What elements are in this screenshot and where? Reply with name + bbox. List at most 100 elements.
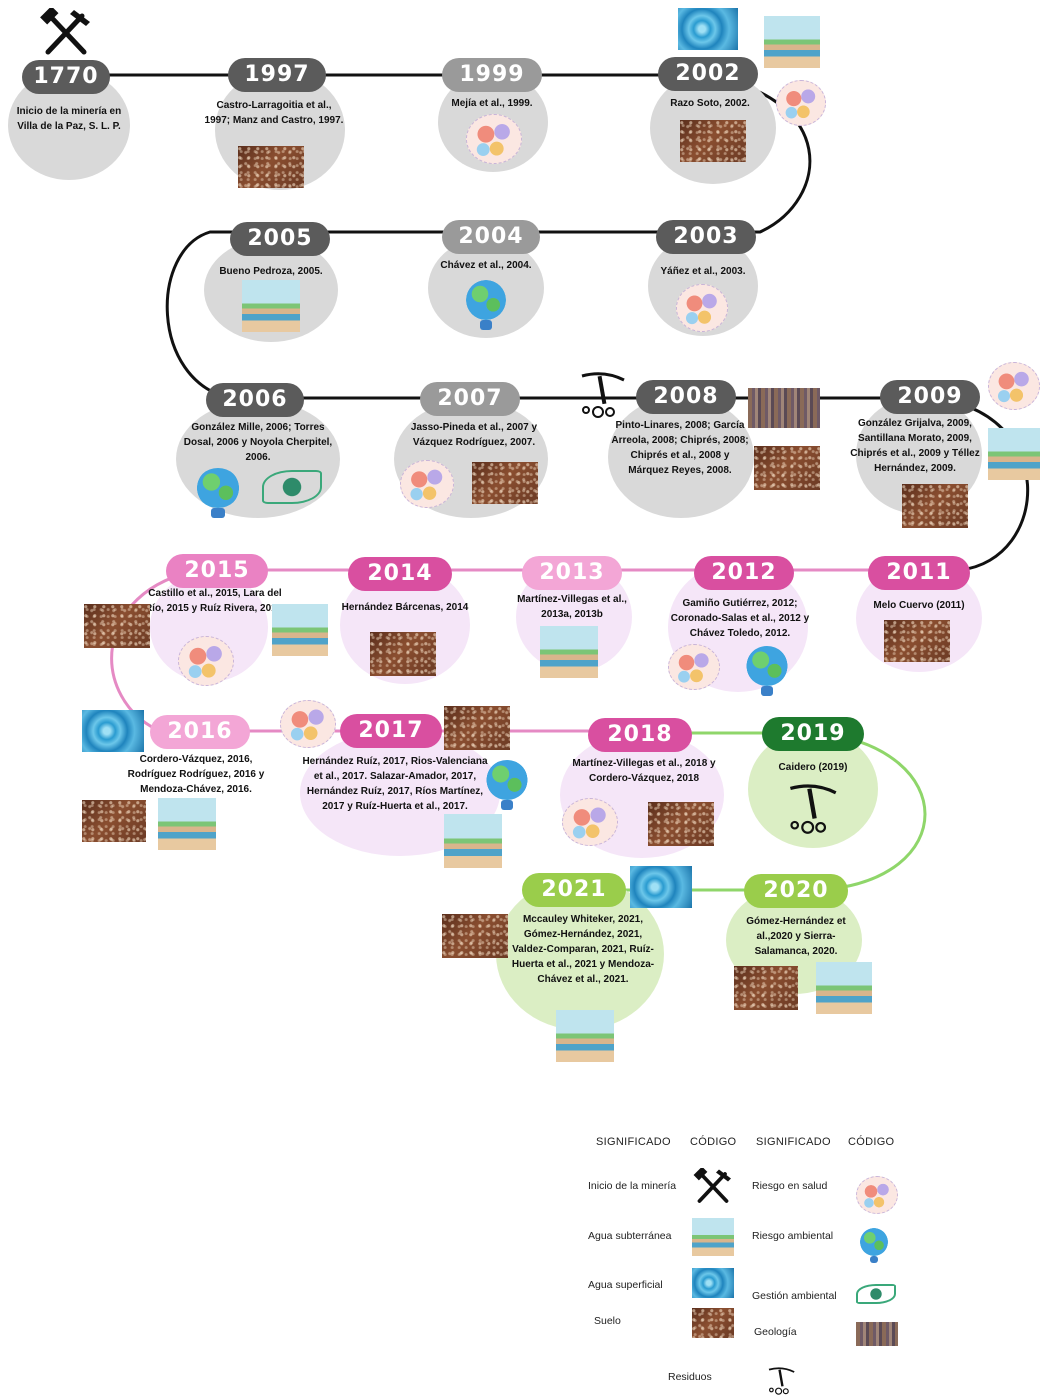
reference-text: Mejía et al., 1999.: [451, 98, 533, 109]
soil-icon: [902, 484, 968, 528]
health-risk-icon: [856, 1176, 898, 1214]
reference-text: González Grijalva, 2009, Santillana Mora…: [850, 418, 980, 474]
groundwater-icon: [556, 1010, 614, 1062]
reference-text: Bueno Pedroza, 2005.: [219, 266, 323, 277]
reference-text: Castillo et al., 2015, Lara del Río, 201…: [144, 588, 286, 614]
year-pill: 2012: [694, 556, 794, 590]
groundwater-icon: [272, 604, 328, 656]
reference-text: Chávez et al., 2004.: [440, 260, 532, 271]
soil-icon: [472, 462, 538, 504]
environmental-management-icon: [262, 470, 322, 504]
legend-header-code: CÓDIGO: [690, 1136, 737, 1148]
soil-icon: [82, 800, 146, 842]
year-pill: 2004: [442, 220, 540, 254]
pickaxe-hammer-icon: [40, 8, 90, 55]
health-risk-icon: [668, 644, 720, 690]
legend-label: Residuos: [668, 1371, 712, 1383]
legend-header-meaning: SIGNIFICADO: [756, 1136, 831, 1148]
groundwater-icon: [988, 428, 1040, 480]
surface-water-icon: [692, 1268, 734, 1298]
soil-icon: [648, 802, 714, 846]
soil-icon: [84, 604, 150, 648]
year-pill: 2018: [588, 718, 692, 752]
groundwater-icon: [444, 814, 502, 868]
environmental-risk-icon: [486, 760, 528, 811]
waste-icon: [581, 372, 625, 418]
environmental-risk-icon: [196, 468, 240, 519]
legend-header-meaning: SIGNIFICADO: [596, 1136, 671, 1148]
legend-label: Riesgo en salud: [752, 1180, 828, 1192]
reference-text: Castro-Larragoitia et al., 1997; Manz an…: [204, 100, 344, 126]
geology-icon: [856, 1322, 898, 1346]
groundwater-icon: [692, 1218, 734, 1256]
groundwater-icon: [540, 626, 598, 678]
waste-icon: [768, 1367, 795, 1395]
year-pill: 2017: [340, 714, 442, 748]
legend-label: Agua superficial: [588, 1279, 663, 1291]
health-risk-icon: [988, 362, 1040, 410]
surface-water-icon: [82, 710, 144, 752]
legend-label: Riesgo ambiental: [752, 1230, 834, 1242]
legend-label: Geología: [754, 1326, 797, 1338]
reference-text: Pinto-Linares, 2008; García Arreola, 200…: [611, 420, 749, 476]
reference-text: Inicio de la minería en Villa de la Paz,…: [16, 106, 122, 132]
surface-water-icon: [630, 866, 692, 908]
waste-icon: [789, 784, 837, 834]
legend-header-code: CÓDIGO: [848, 1136, 895, 1148]
geology-icon: [748, 388, 820, 428]
reference-text: Caidero (2019): [778, 762, 848, 773]
health-risk-icon: [280, 700, 336, 748]
year-pill: 2011: [868, 556, 970, 590]
soil-icon: [238, 146, 304, 188]
health-risk-icon: [466, 114, 522, 164]
reference-text: Cordero-Vázquez, 2016, Rodríguez Rodrígu…: [127, 754, 265, 795]
year-pill: 2006: [206, 383, 304, 417]
year-pill: 2002: [658, 57, 758, 91]
environmental-risk-icon: [466, 280, 506, 331]
environmental-management-icon: [856, 1284, 896, 1304]
soil-icon: [692, 1308, 734, 1338]
environmental-risk-icon: [746, 646, 788, 697]
legend-label: Suelo: [594, 1315, 621, 1327]
reference-text: Yáñez et al., 2003.: [660, 266, 746, 277]
health-risk-icon: [178, 636, 234, 686]
legend-label: Agua subterránea: [588, 1230, 672, 1242]
year-pill: 2007: [420, 382, 520, 416]
year-pill: 2009: [880, 380, 980, 414]
reference-text: Hernández Bárcenas, 2014: [341, 602, 469, 613]
reference-text: Jasso-Pineda et al., 2007 y Vázquez Rodr…: [410, 422, 538, 448]
year-pill: 2013: [522, 556, 622, 590]
environmental-risk-icon: [860, 1228, 888, 1264]
reference-text: Martínez-Villegas et al., 2018 y Cordero…: [572, 758, 716, 784]
reference-text: Razo Soto, 2002.: [670, 98, 750, 109]
year-pill: 2005: [230, 222, 330, 256]
soil-icon: [680, 120, 746, 162]
year-pill: 2016: [150, 715, 250, 749]
reference-text: González Mille, 2006; Torres Dosal, 2006…: [183, 422, 333, 463]
legend-label: Gestión ambiental: [752, 1290, 837, 1302]
reference-text: Hernández Ruíz, 2017, Rios-Valenciana et…: [302, 756, 488, 812]
connector-row1: [58, 73, 1029, 572]
groundwater-icon: [158, 798, 216, 850]
health-risk-icon: [400, 460, 454, 508]
year-pill: 2014: [348, 557, 452, 591]
soil-icon: [754, 446, 820, 490]
soil-icon: [370, 632, 436, 676]
year-pill: 2020: [744, 874, 848, 908]
groundwater-icon: [242, 280, 300, 332]
soil-icon: [884, 620, 950, 662]
pickaxe-hammer-icon: [693, 1168, 731, 1203]
health-risk-icon: [676, 284, 728, 332]
reference-text: Gamiño Gutiérrez, 2012; Coronado-Salas e…: [670, 598, 810, 639]
year-pill: 2019: [762, 717, 864, 751]
year-pill: 1999: [442, 58, 542, 92]
health-risk-icon: [562, 798, 618, 846]
year-pill: 1997: [228, 58, 326, 92]
reference-text: Mccauley Whiteker, 2021, Gómez-Hernández…: [511, 914, 655, 985]
health-risk-icon: [776, 80, 826, 126]
soil-icon: [444, 706, 510, 750]
year-pill: 2008: [636, 380, 736, 414]
reference-text: Martínez-Villegas et al., 2013a, 2013b: [517, 594, 627, 620]
year-pill: 2015: [166, 554, 268, 588]
groundwater-icon: [764, 16, 820, 68]
